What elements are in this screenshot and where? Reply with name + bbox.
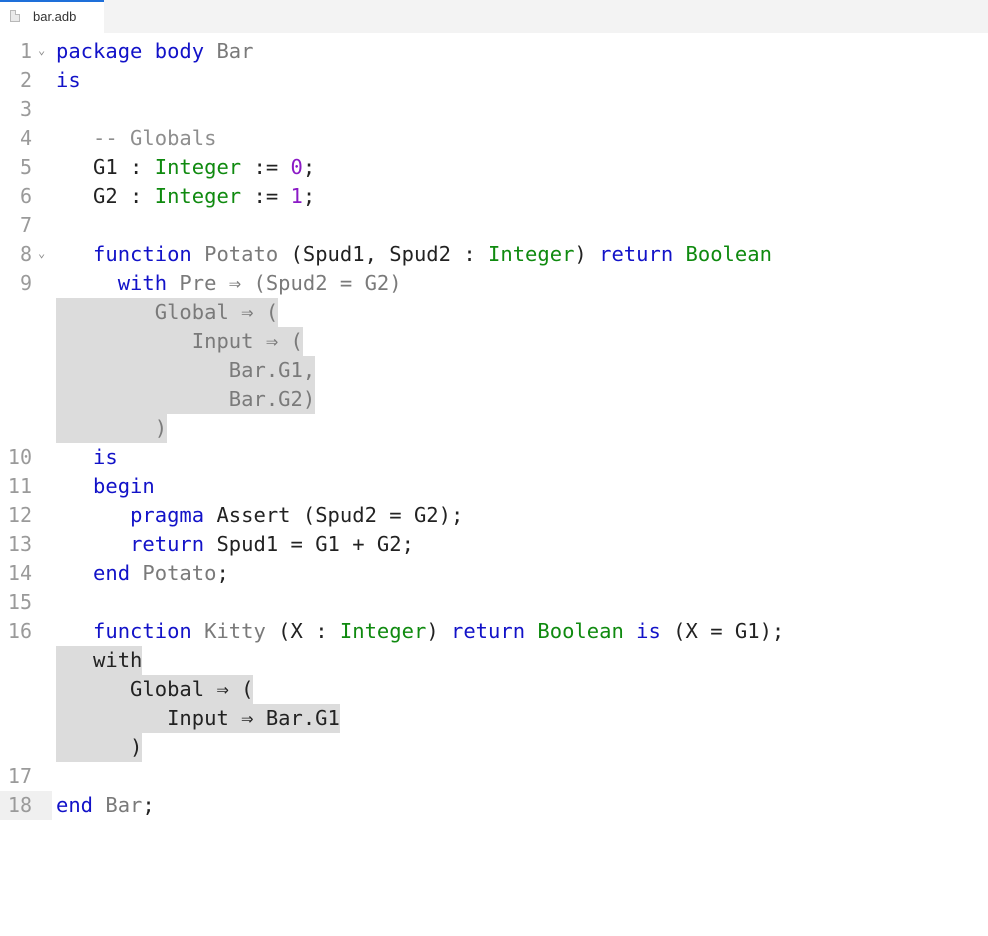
line-number: 5 (19, 155, 32, 179)
line-number: 17 (7, 764, 32, 788)
virtual-annotation-line: Input ⇒ Bar.G1 (0, 704, 988, 733)
code-text: function Potato (Spud1, Spud2 : Integer)… (93, 242, 772, 266)
code-line: 7 (0, 211, 988, 240)
line-number: 14 (7, 561, 32, 585)
code-line: 9 with Pre ⇒ (Spud2 = G2) (0, 269, 988, 298)
line-number: 16 (7, 619, 32, 643)
code-editor[interactable]: 1 ⌄ package body Bar 2 is 3 4 -- Globals… (0, 37, 988, 820)
code-line: 15 (0, 588, 988, 617)
code-text: end Bar; (56, 793, 155, 817)
virtual-annotation-line: Bar.G2) (0, 385, 988, 414)
fold-chevron-icon[interactable]: ⌄ (38, 43, 46, 57)
fold-chevron-icon[interactable]: ⌄ (38, 246, 46, 260)
code-text: G1 : Integer := 0; (93, 155, 316, 179)
code-text: begin (93, 474, 155, 498)
line-number: 3 (19, 97, 32, 121)
virtual-annotation-line: ) (0, 733, 988, 762)
code-text: pragma Assert (Spud2 = G2); (130, 503, 464, 527)
code-line: 2 is (0, 66, 988, 95)
code-line: 13 return Spud1 = G1 + G2; (0, 530, 988, 559)
code-line: 10 is (0, 443, 988, 472)
code-text: is (56, 68, 81, 92)
code-line: 11 begin (0, 472, 988, 501)
virtual-annotation-line: ) (0, 414, 988, 443)
line-number: 12 (7, 503, 32, 527)
virtual-annotation-line: Global ⇒ ( (0, 298, 988, 327)
virtual-text: Bar.G1, (56, 356, 316, 385)
code-line: 4 -- Globals (0, 124, 988, 153)
file-icon (10, 10, 20, 22)
code-text: package body Bar (56, 39, 254, 63)
virtual-annotation-line: Global ⇒ ( (0, 675, 988, 704)
virtual-annotation-line: Input ⇒ ( (0, 327, 988, 356)
code-line: 8 ⌄ function Potato (Spud1, Spud2 : Inte… (0, 240, 988, 269)
virtual-text: Global ⇒ ( (56, 675, 254, 704)
virtual-annotation-line: Bar.G1, (0, 356, 988, 385)
line-number: 13 (7, 532, 32, 556)
virtual-text: ) (56, 414, 168, 443)
virtual-text: Global ⇒ ( (56, 298, 279, 327)
current-line-gutter-highlight (0, 791, 52, 820)
code-text: with Pre ⇒ (Spud2 = G2) (117, 271, 402, 295)
code-text: is (93, 445, 118, 469)
virtual-text: Bar.G2) (56, 385, 316, 414)
line-number: 2 (19, 68, 32, 92)
line-number: 11 (7, 474, 32, 498)
line-number: 15 (7, 590, 32, 614)
line-number: 18 (7, 793, 32, 817)
code-text: G2 : Integer := 1; (93, 184, 316, 208)
code-text: -- Globals (93, 126, 217, 150)
virtual-annotation-line: with (0, 646, 988, 675)
editor-tab-bar-adb[interactable]: bar.adb (0, 0, 104, 33)
code-line: 12 pragma Assert (Spud2 = G2); (0, 501, 988, 530)
virtual-text: ) (56, 733, 143, 762)
code-line: 6 G2 : Integer := 1; (0, 182, 988, 211)
tab-filename: bar.adb (33, 9, 77, 24)
line-number: 4 (19, 126, 32, 150)
code-text: end Potato; (93, 561, 229, 585)
line-number: 7 (19, 213, 32, 237)
code-line: 3 (0, 95, 988, 124)
virtual-text: with (56, 646, 143, 675)
code-line: 14 end Potato; (0, 559, 988, 588)
code-text: function Kitty (X : Integer) return Bool… (93, 619, 785, 643)
tab-bar: bar.adb (0, 0, 988, 33)
line-number: 6 (19, 184, 32, 208)
line-number: 9 (19, 271, 32, 295)
code-line: 17 (0, 762, 988, 791)
virtual-text: Input ⇒ ( (56, 327, 303, 356)
line-number: 1 (19, 39, 32, 63)
line-number: 8 (19, 242, 32, 266)
code-text: return Spud1 = G1 + G2; (130, 532, 414, 556)
code-line: 1 ⌄ package body Bar (0, 37, 988, 66)
code-line: 16 function Kitty (X : Integer) return B… (0, 617, 988, 646)
code-line-current: 18 end Bar; (0, 791, 988, 820)
virtual-text: Input ⇒ Bar.G1 (56, 704, 340, 733)
line-number: 10 (7, 445, 32, 469)
code-line: 5 G1 : Integer := 0; (0, 153, 988, 182)
